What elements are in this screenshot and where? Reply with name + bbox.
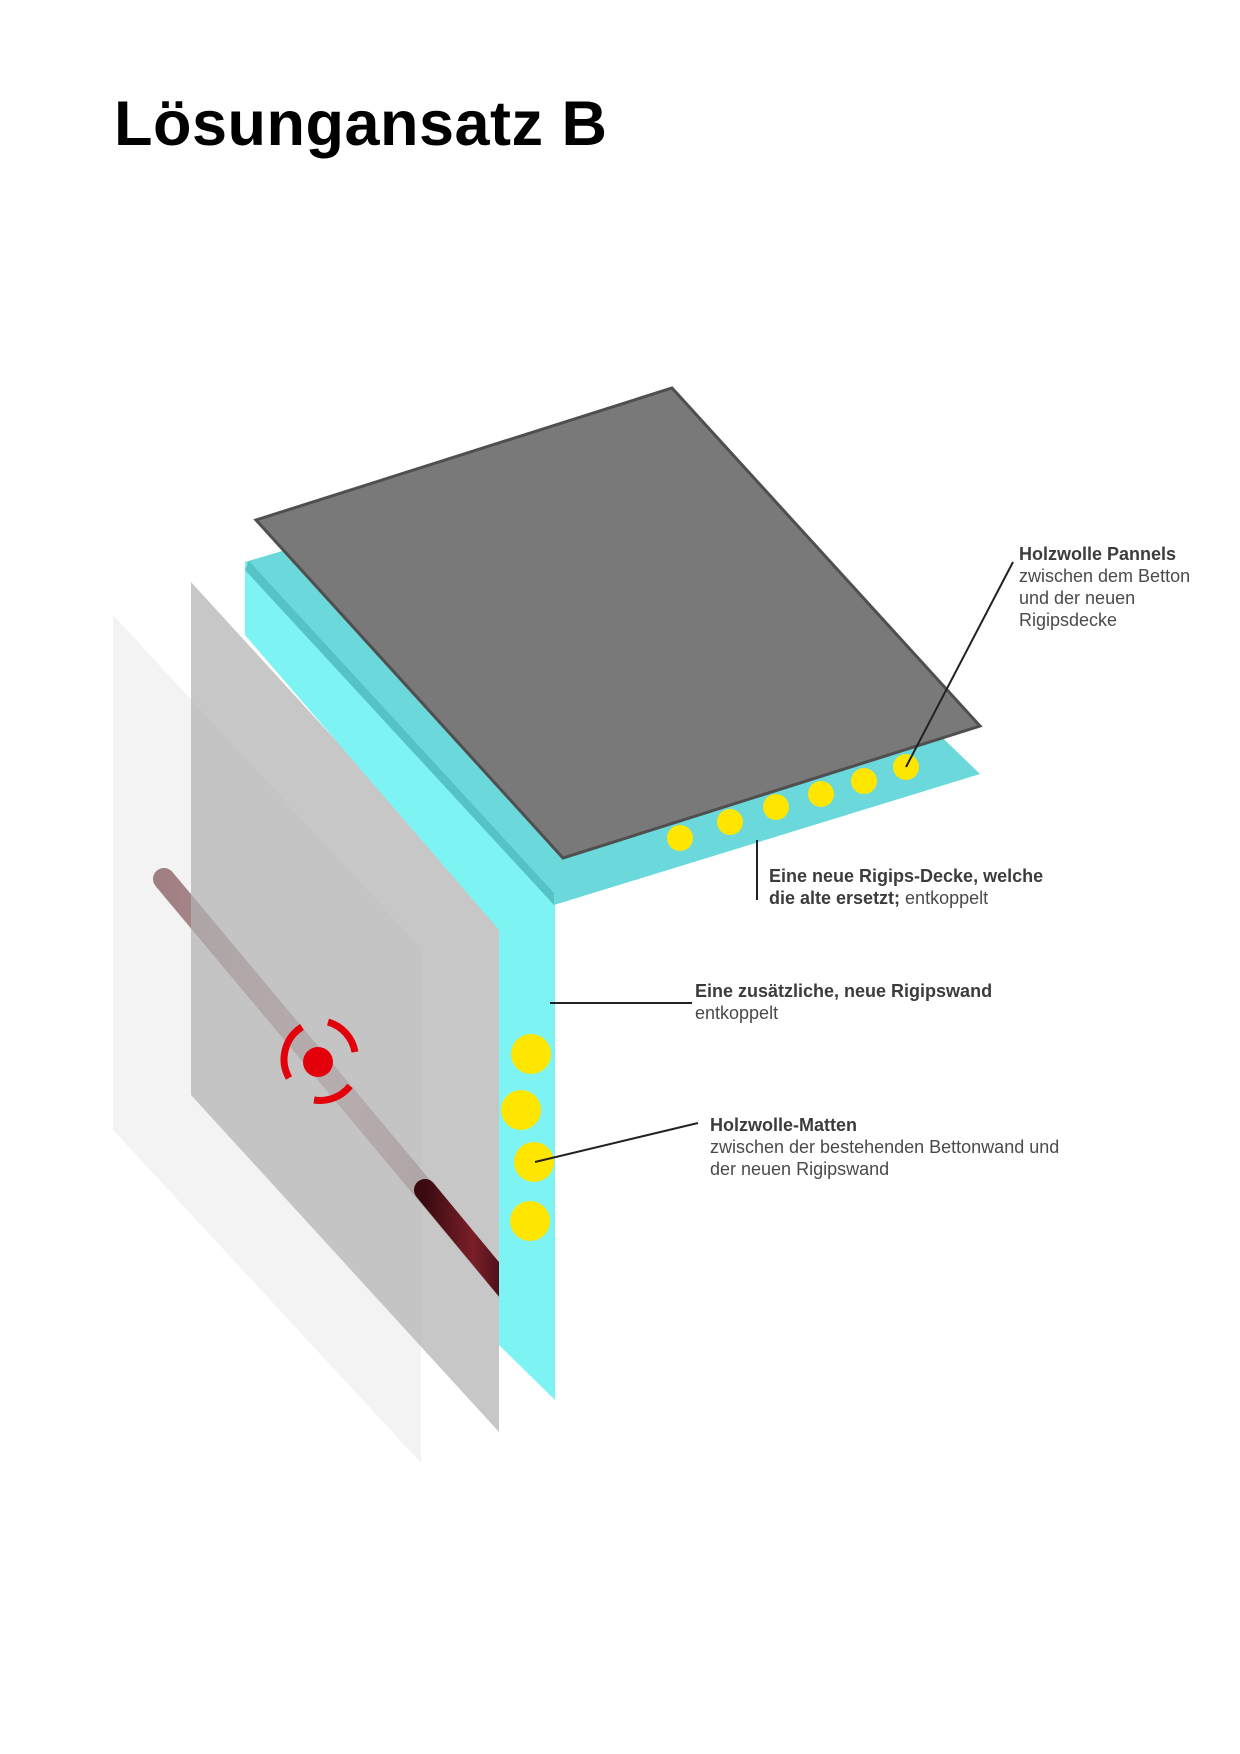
label-line: der neuen Rigipswand: [710, 1159, 890, 1179]
noise-arc: [280, 1024, 304, 1080]
label-heading: Holzwolle Pannels: [1019, 544, 1177, 564]
existing-wall: [191, 582, 499, 1432]
ceiling-slab: [253, 386, 983, 860]
woodwool-dot: [717, 809, 743, 835]
label-line: und der neuen: [1019, 588, 1136, 608]
woodwool-dot: [851, 768, 877, 794]
noise-arc: [313, 1083, 353, 1104]
label-line: Rigipsdecke: [1019, 610, 1118, 630]
leader-lines: [534, 561, 1014, 1163]
label-line: zwischen dem Betton: [1019, 566, 1191, 586]
label-rigipswand: Eine zusätzliche, neue Rigipswand entkop…: [695, 980, 992, 1024]
label-heading: Eine zusätzliche, neue Rigipswand: [695, 981, 993, 1001]
holzwolle-matten: [501, 1034, 554, 1241]
woodwool-dot: [763, 794, 789, 820]
label-line: zwischen der bestehenden Bettonwand und: [710, 1137, 1060, 1157]
leader-holzwolle-pannels: [905, 561, 1014, 768]
label-heading: die alte ersetzt;: [769, 888, 901, 908]
label-heading: Eine neue Rigips-Decke, welche: [769, 866, 1044, 886]
noise-target-icon: [280, 1018, 359, 1104]
page-title: Lösungansatz B: [114, 89, 608, 159]
woodwool-mat: [501, 1090, 541, 1130]
label-holzwolle-pannels: Holzwolle Pannels zwischen dem Betton un…: [1019, 543, 1190, 631]
holzwolle-pannels: [667, 754, 919, 851]
leader-holzwolle-matten: [534, 1122, 699, 1163]
rigips-ceiling-edge: [245, 561, 554, 905]
label-suffix: entkoppelt: [900, 888, 989, 908]
woodwool-mat: [510, 1201, 550, 1241]
woodwool-dot: [667, 825, 693, 851]
noise-dot: [303, 1047, 333, 1077]
woodwool-dot: [808, 781, 834, 807]
woodwool-mat: [514, 1142, 554, 1182]
label-holzwolle-matten: Holzwolle-Matten zwischen der bestehende…: [710, 1114, 1059, 1180]
label-line: entkoppelt: [695, 1003, 779, 1023]
woodwool-mat: [511, 1034, 551, 1074]
label-heading: Holzwolle-Matten: [710, 1115, 857, 1135]
noise-arc: [326, 1018, 359, 1053]
label-rigips-decke: Eine neue Rigips-Decke, welche die alte …: [769, 865, 1043, 909]
